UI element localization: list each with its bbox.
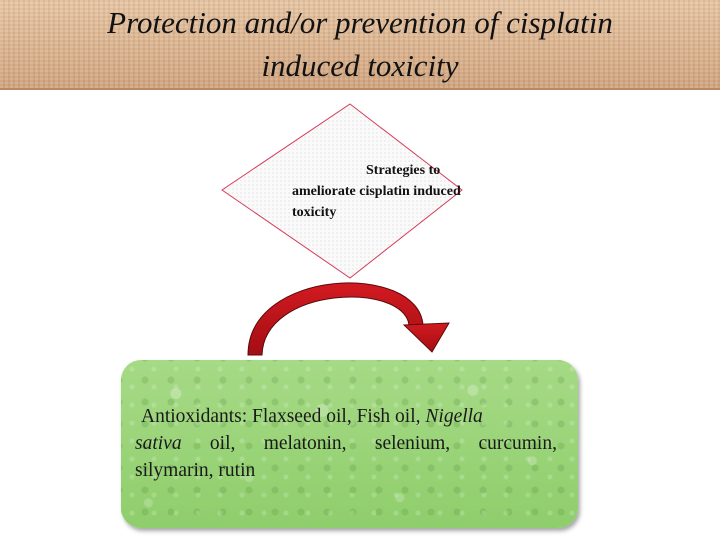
antioxidants-line-3: silymarin, rutin <box>135 460 256 481</box>
antioxidants-text: Antioxidants: Flaxseed oil, Fish oil, Ni… <box>135 403 560 484</box>
title-banner: Protection and/or prevention of cisplati… <box>0 0 720 90</box>
nigella-italic: Nigella <box>425 406 483 427</box>
diamond-label-line-3: toxicity <box>292 205 337 220</box>
antioxidants-word-melatonin: melatonin, <box>263 433 347 454</box>
curved-arrow <box>247 282 450 356</box>
slide-title-line-1: Protection and/or prevention of cisplati… <box>107 5 613 40</box>
antioxidants-word-curcumin: curcumin, <box>478 433 557 454</box>
antioxidants-word-selenium: selenium, <box>374 433 451 454</box>
antioxidants-word-oil: oil, <box>209 433 236 454</box>
antioxidants-box <box>121 360 578 528</box>
antioxidants-prefix: Antioxidants: Flaxseed oil, Fish oil, <box>141 406 426 427</box>
antioxidants-line-2: sativa oil, melatonin, selenium, curcumi… <box>135 430 557 457</box>
diamond-label-line-2: ameliorate cisplatin induced <box>292 184 461 199</box>
strategy-diamond <box>221 103 463 279</box>
antioxidants-line-1: Antioxidants: Flaxseed oil, Fish oil, Ni… <box>135 403 560 430</box>
sativa-italic: sativa <box>135 433 182 454</box>
diamond-label: Strategies to ameliorate cisplatin induc… <box>292 160 522 223</box>
slide-title-line-2: induced toxicity <box>261 48 459 83</box>
diamond-label-line-1: Strategies to <box>366 163 441 178</box>
